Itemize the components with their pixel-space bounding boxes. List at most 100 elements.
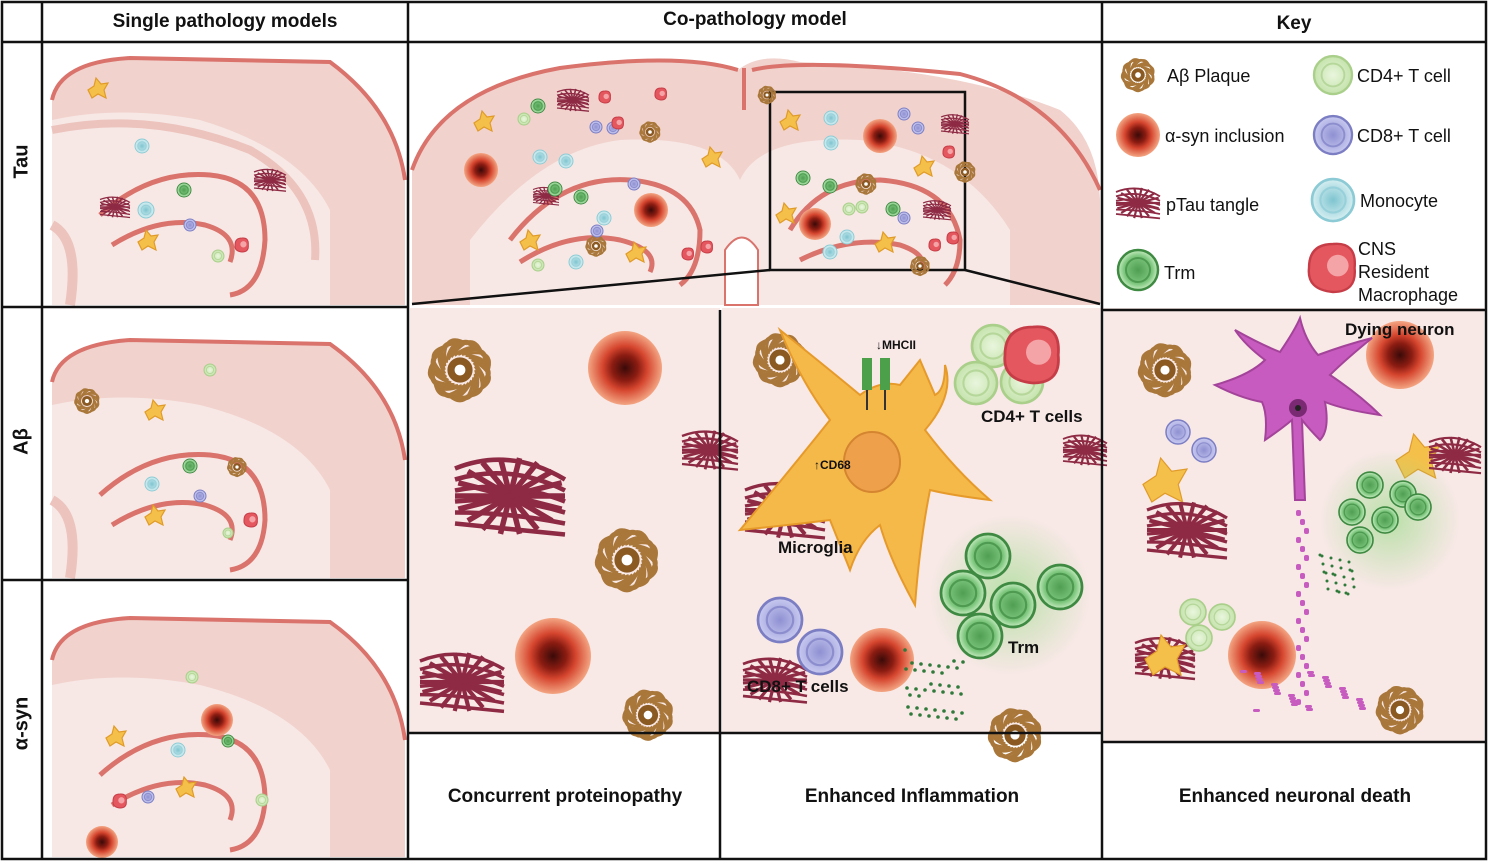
plaque-icon [954,161,976,183]
trm-cell [547,181,563,197]
label-cd8-t-cells: CD8+ T cells [747,677,849,696]
macrophage-cell [598,90,611,104]
key-label-monocyte: Monocyte [1360,191,1439,211]
macrophage-cell [1307,242,1356,294]
monocyte-cell [532,149,548,165]
tangle-icon [454,457,567,537]
trm-cell [885,201,901,217]
trm-cell [1036,563,1084,611]
microglia-cell [737,326,994,609]
cd4-t-cell [517,112,531,126]
cd4-t-cell [1179,598,1207,626]
plaque-icon [74,388,100,414]
label-microglia: Microglia [778,538,853,557]
cd8-t-cell [589,120,603,134]
tangle-icon [1146,501,1228,560]
macrophage-cell [1003,325,1060,385]
inclusion-icon [634,193,668,227]
cd8-t-cell [897,107,911,121]
glial-cell [105,724,128,748]
glial-cell [87,76,110,100]
cd8-t-cell [590,224,604,238]
plaque-icon [622,689,673,741]
macrophage-cell [942,145,955,159]
plaque-icon [757,85,776,105]
cd8-t-cell [1165,419,1191,445]
cd8-t-cell [141,790,155,804]
cd4-t-cell [1185,624,1213,652]
inclusion-icon [1366,321,1434,389]
key-label-macrophage-1: CNS [1358,239,1397,259]
cd8-t-cell [627,177,641,191]
cd8-t-cell [796,628,844,676]
row-label-asyn: α-syn [10,696,33,751]
cd8-t-cell [1312,114,1354,156]
cytokine-dots [903,648,965,721]
cd4-t-cell [855,200,869,214]
tangle-icon [1062,434,1108,467]
plaque-icon [1375,686,1424,735]
key-label-macrophage-2: Resident [1358,262,1430,282]
cd4-t-cell [1208,603,1236,631]
glial-cell [701,145,724,169]
plaque-icon [639,121,661,143]
cd4-t-cell [185,670,199,684]
macrophage-cell [611,116,624,130]
trm-cell [573,189,589,205]
plaque-icon [910,256,930,277]
cd4-t-cell [222,527,234,539]
brain-section-abeta [49,337,407,579]
trm-cell [964,532,1012,580]
key-label-inclusion: α-syn inclusion [1165,126,1285,146]
macrophage-cell [700,240,713,254]
header-copathology: Co-pathology model [663,9,847,30]
trm-cell [1116,248,1160,292]
tangle-icon [940,114,970,135]
monocyte-cell [823,110,839,126]
trm-cell [795,170,811,186]
caption-enhanced-neuronal-death: Enhanced neuronal death [1178,786,1412,807]
row-label-abeta: Aβ [10,428,33,455]
plaque-icon [1120,58,1155,93]
cd8-t-cell [911,121,925,135]
cell-layer [74,54,1482,858]
plaque-icon [427,338,491,403]
trm-cell [221,734,235,748]
cd8-t-cell [897,211,911,225]
macrophage-cell [946,231,959,245]
glial-cell [144,398,167,422]
label-trm: Trm [1008,638,1040,657]
label-cd4-t-cells: CD4+ T cells [981,407,1083,426]
cd4-t-cell [203,363,217,377]
key-label-plaque: Aβ Plaque [1167,66,1251,86]
dying-neuron [1212,314,1383,501]
monocyte-cell [144,476,160,492]
row-label-tau: Tau [10,144,33,179]
tangle-icon [253,168,287,192]
key-label-tangle: pTau tangle [1166,195,1260,215]
inclusion-icon [201,704,233,736]
glial-cell [137,228,160,252]
trm-cell [182,458,198,474]
glial-cell [775,201,798,225]
plaque-icon [987,708,1042,763]
cd8-t-cell [1191,437,1217,463]
trm-cell [1338,498,1366,526]
monocyte-cell [839,229,855,245]
macrophage-cell [243,512,258,528]
caption-enhanced-inflammation: Enhanced Inflammation [804,786,1020,807]
plaque-icon [855,173,877,195]
macrophage-cell [681,247,694,261]
cd4-t-cell [953,360,999,406]
glial-cell [473,109,496,133]
tangle-icon [99,196,131,219]
cd4-t-cell [1312,54,1354,96]
trm-cell [176,182,192,198]
glial-cell [144,503,167,527]
cd4-t-cell [531,258,545,272]
macrophage-cell [112,793,127,809]
trm-cell [939,569,987,617]
monocyte-cell [558,153,574,169]
